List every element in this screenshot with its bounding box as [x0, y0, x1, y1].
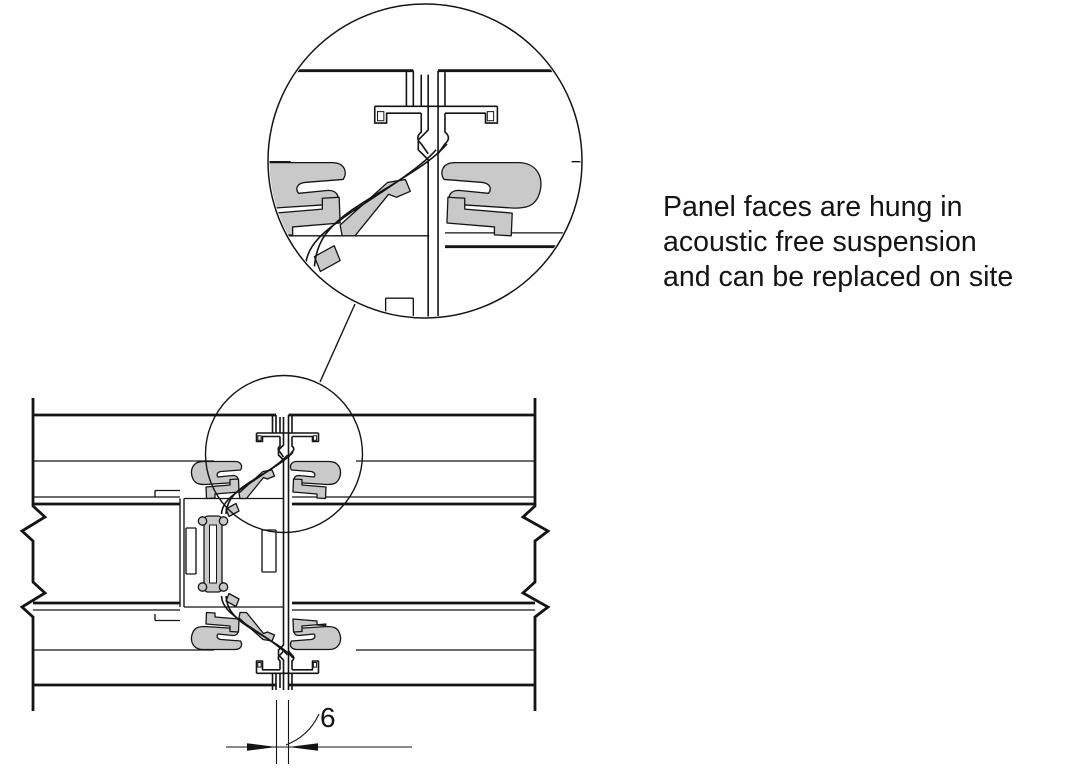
- panel-section-drawing: [22, 398, 548, 711]
- gasket-diagonal-keeper-lower: [239, 613, 275, 642]
- gasket-clips: [191, 462, 340, 650]
- left-panel-edge-with-break-lines: [22, 398, 45, 711]
- panel-liner-lines: [33, 461, 535, 650]
- gasket-diagonal-keeper-upper: [239, 470, 275, 499]
- dimension-arrow-left: [247, 743, 277, 751]
- joint-slot-left-wall: [279, 417, 284, 690]
- dimension-leader-curve: [286, 714, 319, 745]
- gasket-hook-upper-left: [191, 462, 241, 485]
- gasket-hook-lower-left: [191, 627, 241, 650]
- joint-housing: [155, 491, 284, 621]
- dimension-extension-lines: [277, 700, 289, 764]
- joint-hanger-profiles: [257, 415, 319, 690]
- callout-circle: [206, 376, 363, 533]
- detail-magnified-view: [0, 37, 951, 656]
- gasket-hook-upper-right: [290, 462, 340, 485]
- joint-gap-dimension: 6: [226, 700, 412, 764]
- panel-face-lines: [22, 398, 548, 711]
- callout-leader-line: [320, 304, 355, 382]
- right-panel-edge-with-break-lines: [523, 398, 548, 711]
- detail-circle: [268, 4, 582, 318]
- annotation-line-3: and can be replaced on site: [663, 261, 1013, 293]
- gasket-hook-lower-right: [290, 627, 340, 650]
- dimension-value: 6: [320, 702, 336, 733]
- annotation-text: Panel faces are hung in acoustic free su…: [663, 191, 1013, 293]
- annotation-line-1: Panel faces are hung in: [663, 191, 962, 223]
- annotation-line-2: acoustic free suspension: [663, 226, 977, 258]
- dimension-arrow-right: [288, 743, 318, 751]
